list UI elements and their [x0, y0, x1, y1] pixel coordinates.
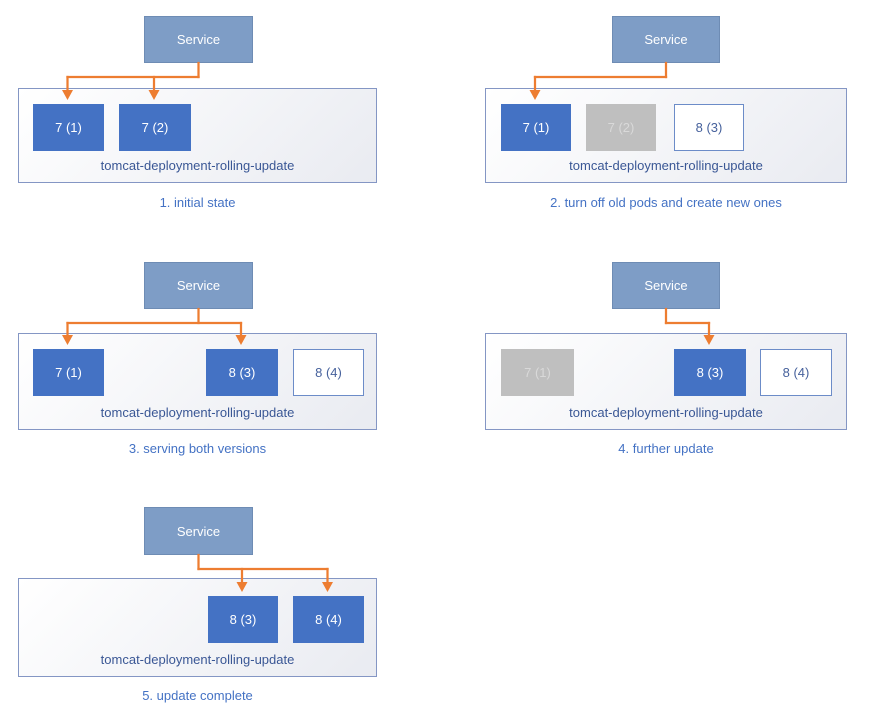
pod-node: 7 (1) — [501, 349, 574, 396]
pod-label: 8 (4) — [315, 612, 342, 627]
pod-label: 8 (4) — [315, 365, 342, 380]
pod-label: 8 (3) — [228, 365, 256, 380]
deployment-container: tomcat-deployment-rolling-update 7 (1) 7 … — [18, 88, 377, 183]
deployment-container: tomcat-deployment-rolling-update 8 (3) 8 … — [18, 578, 377, 677]
pod-node: 8 (3) — [674, 104, 744, 151]
service-node: Service — [612, 16, 720, 63]
service-label: Service — [176, 523, 221, 539]
pod-label: 8 (4) — [782, 365, 810, 380]
deployment-label: tomcat-deployment-rolling-update — [569, 158, 763, 173]
service-node: Service — [144, 16, 253, 63]
pod-node: 7 (2) — [586, 104, 656, 151]
stage-caption: 4. further update — [618, 441, 714, 456]
pod-node: 8 (4) — [293, 596, 364, 643]
service-node: Service — [612, 262, 720, 309]
pod-node: 7 (1) — [501, 104, 571, 151]
deployment-label: tomcat-deployment-rolling-update — [100, 158, 295, 173]
stage-caption: 1. initial state — [159, 195, 236, 210]
service-node: Service — [144, 507, 253, 555]
pod-label: 8 (3) — [696, 365, 724, 380]
pod-node: 8 (3) — [208, 596, 278, 643]
service-label: Service — [176, 278, 221, 293]
deployment-label: tomcat-deployment-rolling-update — [100, 405, 295, 420]
pod-node: 7 (1) — [33, 104, 104, 151]
service-label: Service — [644, 32, 688, 47]
pod-node: 8 (4) — [293, 349, 364, 396]
deployment-container: tomcat-deployment-rolling-update 7 (1) 8 … — [18, 333, 377, 430]
pod-label: 7 (2) — [607, 120, 635, 135]
pod-label: 8 (3) — [695, 120, 723, 135]
deployment-container: tomcat-deployment-rolling-update 7 (1) 8 … — [485, 333, 847, 430]
service-label: Service — [176, 32, 221, 47]
pod-label: 8 (3) — [229, 612, 257, 627]
service-label: Service — [644, 278, 688, 293]
pod-label: 7 (1) — [55, 120, 82, 135]
deployment-container: tomcat-deployment-rolling-update 7 (1) 7 … — [485, 88, 847, 183]
pod-node: 8 (4) — [760, 349, 832, 396]
pod-label: 7 (2) — [141, 120, 169, 135]
deployment-label: tomcat-deployment-rolling-update — [100, 652, 295, 667]
pod-label: 7 (1) — [522, 120, 550, 135]
pod-label: 7 (1) — [524, 365, 551, 380]
service-node: Service — [144, 262, 253, 309]
stage-caption: 3. serving both versions — [128, 441, 267, 456]
stage-caption: 5. update complete — [142, 688, 253, 703]
pod-label: 7 (1) — [55, 365, 82, 380]
pod-node: 8 (3) — [206, 349, 278, 396]
pod-node: 8 (3) — [674, 349, 746, 396]
deployment-label: tomcat-deployment-rolling-update — [569, 405, 763, 420]
pod-node: 7 (2) — [119, 104, 191, 151]
pod-node: 7 (1) — [33, 349, 104, 396]
stage-caption: 2. turn off old pods and create new ones — [550, 195, 782, 210]
